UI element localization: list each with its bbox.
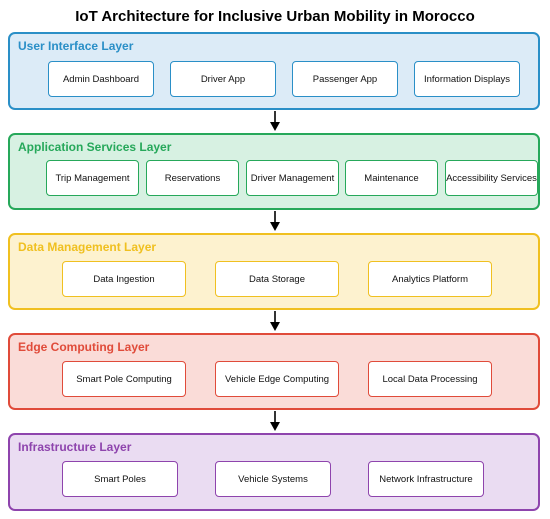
- component-vehicle-edge-computing: Vehicle Edge Computing: [215, 361, 339, 397]
- data-management-layer: Data Management Layer Data Ingestion Dat…: [8, 233, 540, 310]
- component-admin-dashboard: Admin Dashboard: [48, 61, 154, 97]
- layer-title: Data Management Layer: [18, 240, 157, 254]
- component-trip-management: Trip Management: [46, 160, 139, 196]
- component-data-storage: Data Storage: [215, 261, 339, 297]
- component-accessibility-services: Accessibility Services: [445, 160, 538, 196]
- component-driver-app: Driver App: [170, 61, 276, 97]
- component-information-displays: Information Displays: [414, 61, 520, 97]
- diagram-title: IoT Architecture for Inclusive Urban Mob…: [75, 8, 475, 25]
- edge-computing-layer: Edge Computing Layer Smart Pole Computin…: [8, 333, 540, 410]
- component-network-infrastructure: Network Infrastructure: [368, 461, 484, 497]
- layer-title: User Interface Layer: [18, 39, 134, 53]
- component-passenger-app: Passenger App: [292, 61, 398, 97]
- component-smart-pole-computing: Smart Pole Computing: [62, 361, 186, 397]
- flow-arrow-4: [270, 411, 280, 431]
- flow-arrow-1: [270, 111, 280, 131]
- component-analytics-platform: Analytics Platform: [368, 261, 492, 297]
- user-interface-layer: User Interface Layer Admin Dashboard Dri…: [8, 32, 540, 110]
- component-reservations: Reservations: [146, 160, 239, 196]
- component-smart-poles: Smart Poles: [62, 461, 178, 497]
- layer-title: Edge Computing Layer: [18, 340, 150, 354]
- layer-title: Infrastructure Layer: [18, 440, 132, 454]
- component-vehicle-systems: Vehicle Systems: [215, 461, 331, 497]
- flow-arrow-2: [270, 211, 280, 231]
- infrastructure-layer: Infrastructure Layer Smart Poles Vehicle…: [8, 433, 540, 511]
- component-driver-management: Driver Management: [246, 160, 339, 196]
- component-data-ingestion: Data Ingestion: [62, 261, 186, 297]
- flow-arrow-3: [270, 311, 280, 331]
- component-local-data-processing: Local Data Processing: [368, 361, 492, 397]
- layer-title: Application Services Layer: [18, 140, 172, 154]
- application-services-layer: Application Services Layer Trip Manageme…: [8, 133, 540, 210]
- component-maintenance: Maintenance: [345, 160, 438, 196]
